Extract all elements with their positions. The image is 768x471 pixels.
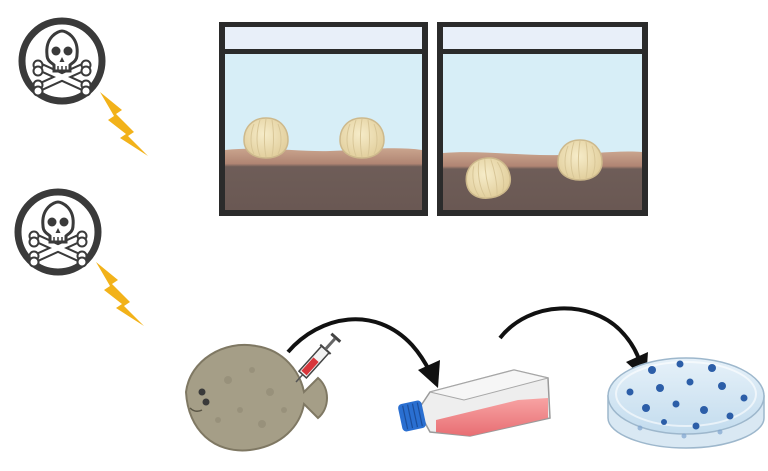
- tank-right: [437, 22, 648, 216]
- clam-2: [339, 117, 385, 159]
- syringe-icon: [295, 332, 342, 383]
- petri-dish: [607, 357, 765, 449]
- clam-4: [557, 139, 603, 181]
- flatfish: [184, 343, 328, 452]
- tank-left: [219, 22, 428, 216]
- lightning-bolt-icon-upper: [100, 92, 148, 156]
- arrow-fish-to-flask: [286, 317, 440, 388]
- toxin-icon-lower: [18, 192, 98, 272]
- toxin-icon-upper: [22, 21, 102, 101]
- lightning-bolt-icon-lower: [96, 262, 144, 326]
- culture-flask: [398, 369, 551, 437]
- arrow-flask-to-dish: [498, 306, 648, 380]
- clam-1: [243, 117, 289, 159]
